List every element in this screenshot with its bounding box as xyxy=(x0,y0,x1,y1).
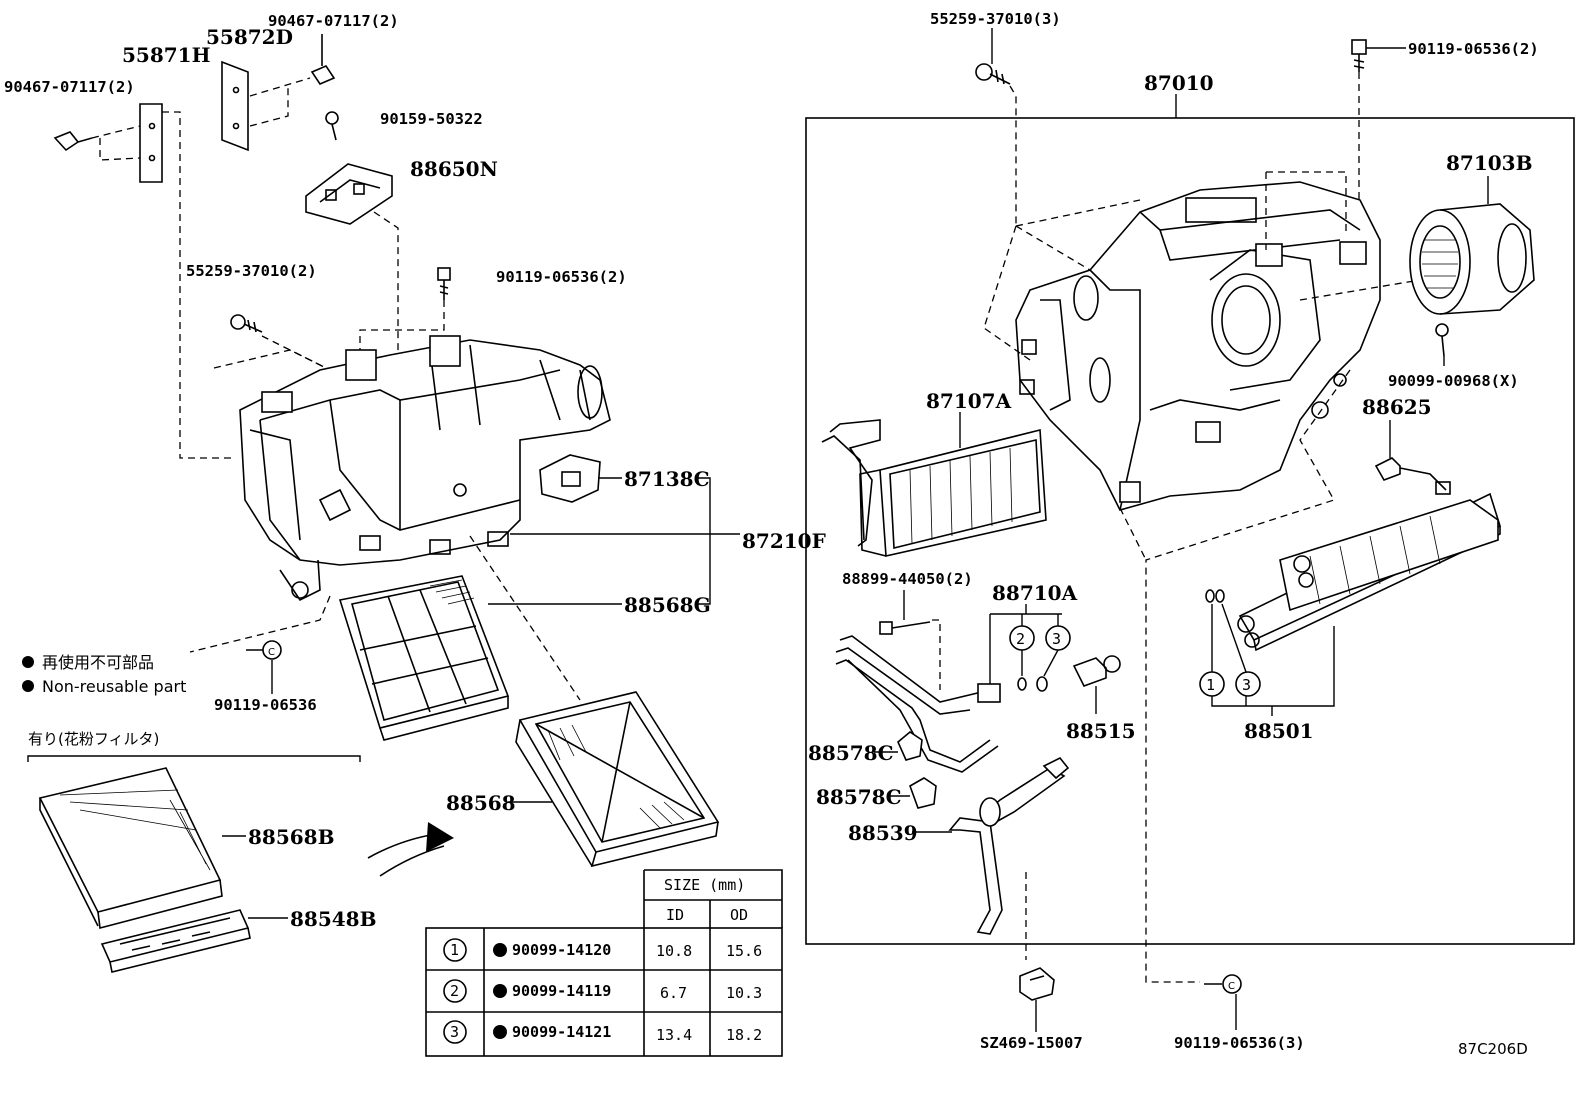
assembly-frame-87010 xyxy=(805,117,1575,945)
callout-num: 1 xyxy=(1206,676,1215,694)
table-row-od: 15.6 xyxy=(726,942,762,960)
svg-text:C: C xyxy=(268,647,275,658)
label-88625: 88625 xyxy=(1362,395,1432,419)
table-row-num: 2 xyxy=(450,982,459,1000)
table-row-part: 90099-14120 xyxy=(512,941,611,959)
label-88515: 88515 xyxy=(1066,719,1136,743)
drain-hose-88539 xyxy=(948,756,1070,935)
screw-90099-00968 xyxy=(1435,323,1449,357)
callout-num: 3 xyxy=(1052,630,1061,648)
label-55259-37010: 55259-37010(2) xyxy=(186,262,317,280)
plate-55872d xyxy=(221,60,249,152)
label-88899-44050: 88899-44050(2) xyxy=(842,570,973,588)
label-88710a: 88710A xyxy=(992,581,1078,605)
table-row-num: 1 xyxy=(450,941,459,959)
legend-jp: 再使用不可部品 xyxy=(42,653,154,672)
bolt-90119-single: C xyxy=(246,640,282,660)
table-row-id: 10.8 xyxy=(656,942,692,960)
bolt-90119-left xyxy=(437,267,451,300)
label-90119-06536: 90119-06536(3) xyxy=(1174,1034,1305,1052)
screw-55259-right xyxy=(975,63,1011,85)
label-87103b: 87103B xyxy=(1446,151,1532,175)
label-55872d: 55872D xyxy=(206,25,293,49)
heater-core-87107a xyxy=(821,419,1047,557)
optional-note: 有り(花粉フィルタ) xyxy=(28,730,159,748)
clip-sz469 xyxy=(1019,967,1055,1001)
table-row-part: 90099-14119 xyxy=(512,982,611,1000)
bolt-90119-bottom: C xyxy=(1204,974,1242,994)
filter-frame-88548b xyxy=(100,909,251,973)
clip-90467-a xyxy=(53,131,93,152)
label-88650n: 88650N xyxy=(410,157,498,181)
table-col-id: ID xyxy=(666,906,684,924)
label-87210f: 87210F xyxy=(742,529,826,553)
grommet-88578c-a xyxy=(897,731,923,761)
filter-case-88568 xyxy=(515,691,720,868)
diagram-code: 87C206D xyxy=(1458,1040,1528,1058)
label-90119-06536: 90119-06536(2) xyxy=(496,268,627,286)
unit-case-87010 xyxy=(1015,181,1381,511)
label-88539: 88539 xyxy=(848,821,918,845)
pollen-filter-88568b xyxy=(38,767,223,930)
label-88501: 88501 xyxy=(1244,719,1314,743)
pipe-88710a xyxy=(835,635,1001,773)
label-88568g: 88568G xyxy=(624,593,711,617)
blower-motor-87103b xyxy=(1409,203,1535,315)
svg-text:C: C xyxy=(1228,981,1235,992)
table-row-num: 3 xyxy=(450,1023,459,1041)
valve-88515 xyxy=(1072,655,1121,687)
legend: 再使用不可部品 Non-reusable part xyxy=(22,653,186,696)
bracket-55871h xyxy=(139,103,163,183)
filter-frame-88568g xyxy=(338,575,510,741)
label-90159-50322: 90159-50322 xyxy=(380,110,483,128)
label-90099-00968: 90099-00968(X) xyxy=(1388,372,1519,390)
size-table: SIZE (mm) ID OD 1 90099-14120 10.8 15.6 … xyxy=(425,869,783,1057)
label-88548b: 88548B xyxy=(290,907,376,931)
label-88578c: 88578C xyxy=(816,785,902,809)
o-rings-88501 xyxy=(1205,589,1225,603)
label-90119-06536: 90119-06536 xyxy=(214,696,317,714)
bolt-88899 xyxy=(879,621,931,635)
label-87138c: 87138C xyxy=(624,467,710,491)
label-88578c: 88578C xyxy=(808,741,894,765)
label-90119-06536: 90119-06536(2) xyxy=(1408,40,1539,58)
o-rings-88710a xyxy=(1017,676,1048,692)
clip-90467-b xyxy=(310,34,336,85)
sensor-88625 xyxy=(1374,457,1451,495)
label-sz469-15007: SZ469-15007 xyxy=(980,1034,1083,1052)
bullet-icon xyxy=(22,656,34,668)
label-90467-07117: 90467-07117(2) xyxy=(268,12,399,30)
grommet-88578c-b xyxy=(909,777,937,809)
table-col-od: OD xyxy=(730,906,748,924)
bullet-icon xyxy=(22,680,34,692)
table-row-od: 18.2 xyxy=(726,1026,762,1044)
table-row-id: 6.7 xyxy=(660,984,687,1002)
table-row-id: 13.4 xyxy=(656,1026,692,1044)
legend-en: Non-reusable part xyxy=(42,677,186,696)
label-88568b: 88568B xyxy=(248,825,334,849)
table-size-header: SIZE (mm) xyxy=(664,876,745,894)
callout-num: 2 xyxy=(1016,630,1025,648)
label-55871h: 55871H xyxy=(122,43,210,67)
screw-90159 xyxy=(325,111,339,141)
label-88568: 88568 xyxy=(446,791,516,815)
blower-case-87210f xyxy=(239,335,611,602)
callout-num: 3 xyxy=(1242,676,1251,694)
screw-55259-left xyxy=(230,314,263,333)
label-87107a: 87107A xyxy=(926,389,1012,413)
bolt-90119-right xyxy=(1351,39,1367,72)
label-87010: 87010 xyxy=(1144,71,1214,95)
label-55259-37010: 55259-37010(3) xyxy=(930,10,1061,28)
table-row-part: 90099-14121 xyxy=(512,1023,611,1041)
evaporator-88501 xyxy=(1237,492,1501,652)
label-90467-07117: 90467-07117(2) xyxy=(4,78,135,96)
servo-87138c xyxy=(539,454,601,503)
resistor-88650n xyxy=(305,163,393,225)
table-row-od: 10.3 xyxy=(726,984,762,1002)
arrow-icon xyxy=(367,822,454,877)
